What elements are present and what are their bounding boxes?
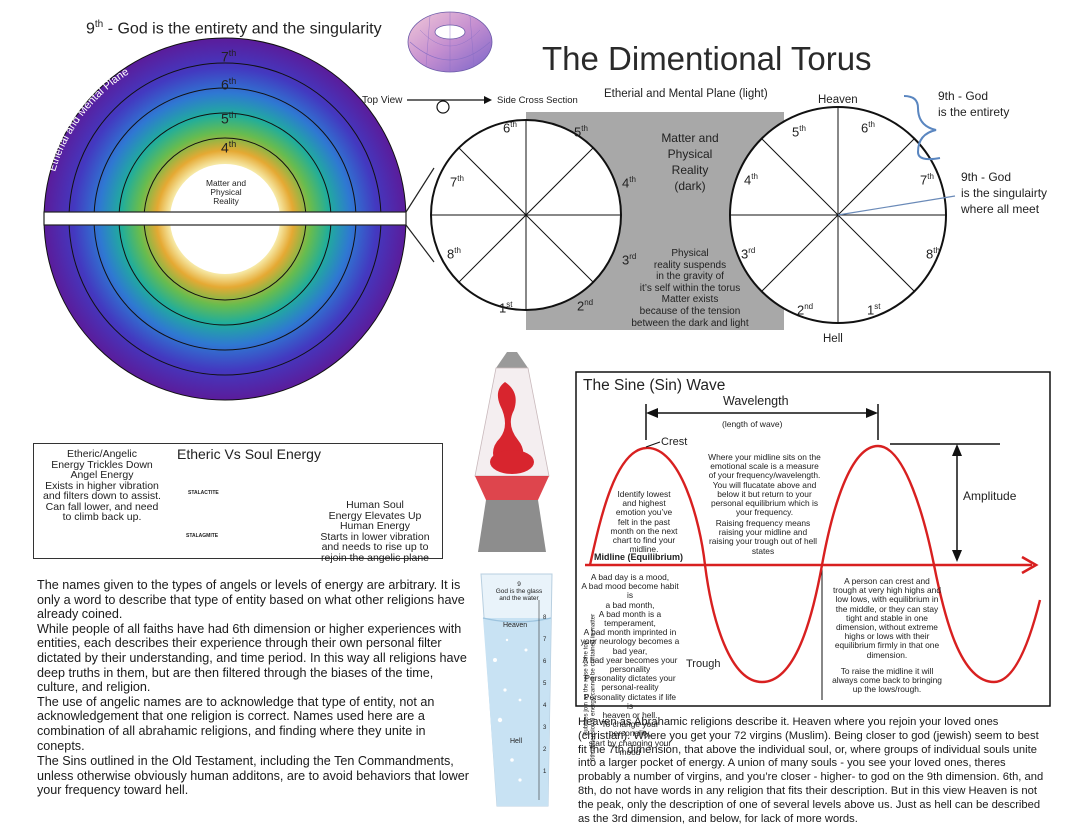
sine-wave-chart	[585, 404, 1042, 700]
view-arrow	[407, 96, 492, 114]
left-circle-4th: 4th	[622, 175, 636, 191]
left-cross-section-circle	[430, 119, 622, 311]
torus-3d-icon	[407, 11, 493, 73]
ring-level-6: 6th	[221, 76, 237, 93]
hell-label: Hell	[823, 333, 843, 345]
amplitude-label: Amplitude	[963, 489, 1017, 503]
right-circle-5th: 5th	[792, 124, 806, 140]
top-view-label: Top View	[362, 95, 403, 106]
sine-wave-panel	[575, 371, 1051, 707]
glass-hell-label: Hell	[510, 738, 523, 745]
side-cross-section-label: Side Cross Section	[497, 95, 578, 106]
midline-label: Midline (Equilibrium)	[594, 552, 683, 562]
left-circle-5th: 5th	[574, 124, 588, 140]
stalagmite-label: STALAGMITE	[186, 533, 219, 539]
stalactite-label: STALACTITE	[188, 490, 219, 496]
wavelength-sub-label: (length of wave)	[722, 419, 783, 429]
right-circle-1st: 1st	[867, 302, 881, 318]
left-circle-6th: 6th	[503, 120, 517, 136]
ring-level-5: 5th	[221, 110, 237, 127]
lava-lamp-illustration	[474, 352, 550, 552]
page-title: The Dimentional Torus	[542, 40, 872, 77]
glass-heaven-label: Heaven	[503, 622, 528, 629]
right-circle-8th: 8th	[926, 246, 940, 262]
heaven-paragraph: Heaven as Abrahamic religions describe i…	[578, 716, 1044, 825]
right-circle-7th: 7th	[920, 172, 934, 188]
left-circle-8th: 8th	[447, 246, 461, 262]
right-circle-4th: 4th	[744, 172, 758, 188]
svg-text:Etherial and Mental Plane: Etherial and Mental Plane	[46, 66, 131, 173]
right-circle-3rd: 3rd	[741, 246, 756, 262]
left-circle-1st: 1st	[499, 300, 513, 316]
ring-diagram-title: 9th - God is the entirety and the singul…	[86, 19, 382, 38]
ring-level-7: 7th	[221, 48, 237, 65]
heaven-label: Heaven	[818, 94, 858, 106]
right-circle-6th: 6th	[861, 120, 875, 136]
water-glass-illustration	[480, 573, 553, 807]
right-cross-section-circle	[729, 106, 956, 324]
etheric-box-title: Etheric Vs Soul Energy	[177, 446, 321, 462]
sins-text: The Sins outlined in the Old Testament, …	[37, 754, 469, 798]
cross-section-slice	[43, 211, 407, 226]
wavelength-label: Wavelength	[723, 394, 789, 408]
etherial-plane-label: Etherial and Mental Plane (light)	[604, 88, 768, 100]
trough-label: Trough	[686, 658, 721, 670]
left-circle-3rd: 3rd	[622, 252, 637, 268]
etheric-vs-soul-box	[33, 443, 443, 559]
mood-text: A bad day is a mood,A bad mood become ha…	[580, 572, 680, 757]
sine-title: The Sine (Sin) Wave	[583, 377, 726, 394]
main-text-block: The names given to the types of angels o…	[37, 578, 467, 753]
left-circle-2nd: 2nd	[577, 298, 594, 314]
ring-level-4: 4th	[221, 139, 237, 156]
brace-icon	[903, 95, 941, 161]
crest-label: Crest	[661, 436, 688, 448]
left-circle-7th: 7th	[450, 174, 464, 190]
right-circle-2nd: 2nd	[797, 302, 814, 318]
